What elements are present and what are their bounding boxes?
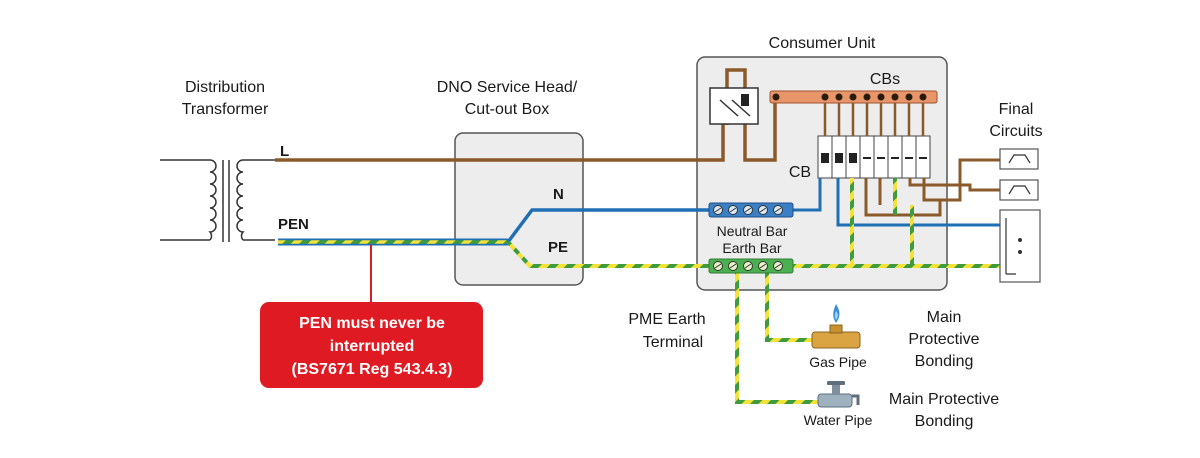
circuit-breakers <box>817 103 931 179</box>
busbar-terminal <box>849 93 857 101</box>
busbar-terminal <box>919 93 927 101</box>
screw-slot <box>744 263 752 269</box>
cb-toggle <box>821 153 829 163</box>
water-bonding-label-2: Bonding <box>915 413 974 430</box>
socket-outlet-icon <box>999 209 1041 283</box>
screw-slot <box>729 207 737 213</box>
main-switch <box>709 87 759 125</box>
gas-pipe-label: Gas Pipe <box>809 354 867 370</box>
pme-label-1: PME Earth <box>628 311 705 328</box>
callout-line-2: interrupted <box>330 338 414 355</box>
label-n: N <box>553 186 564 203</box>
screw-slot <box>759 207 767 213</box>
cbs-label: CBs <box>870 71 900 88</box>
screw-slot <box>774 263 782 269</box>
busbar-connections <box>772 93 927 101</box>
earth-bar-label: Earth Bar <box>722 240 781 256</box>
callout-line-1: PEN must never be <box>299 315 445 332</box>
pme-label-2: Terminal <box>643 334 703 351</box>
screw-slot <box>774 207 782 213</box>
transformer-title-1: Distribution <box>185 79 265 96</box>
gas-bonding-label-3: Bonding <box>915 353 974 370</box>
final-circuits-label-1: Final <box>999 101 1034 118</box>
service-head-title-2: Cut-out Box <box>465 101 549 118</box>
busbar-terminal <box>772 93 780 101</box>
water-pipe-label: Water Pipe <box>804 412 873 428</box>
screw-slot <box>744 207 752 213</box>
label-pe: PE <box>548 239 568 256</box>
screw-slot <box>729 263 737 269</box>
consumer-unit-title: Consumer Unit <box>769 35 876 52</box>
lighting-circuit-icon-2 <box>999 179 1039 201</box>
gas-bonding-label-1: Main <box>927 309 962 326</box>
busbar-terminal <box>821 93 829 101</box>
lighting-circuit-icon-1 <box>999 148 1039 170</box>
busbar-terminal <box>877 93 885 101</box>
neutral-bar-label: Neutral Bar <box>717 223 788 239</box>
transformer-symbol <box>160 159 275 242</box>
callout-box <box>260 302 483 388</box>
screw-slot <box>759 263 767 269</box>
gas-bonding-label-2: Protective <box>908 331 979 348</box>
final-circuits-label-2: Circuits <box>989 123 1042 140</box>
earth-conductors <box>506 178 1000 404</box>
screw-slot <box>714 207 722 213</box>
water-tap-icon <box>817 381 860 408</box>
neutral-conductor <box>506 178 1000 244</box>
final-circuit-line-wires <box>864 158 1000 217</box>
water-bonding-label-1: Main Protective <box>889 391 999 408</box>
busbar-terminal <box>891 93 899 101</box>
earth-bar-screws <box>713 261 783 271</box>
service-head-title-1: DNO Service Head/ <box>437 79 578 96</box>
busbar-terminal <box>905 93 913 101</box>
transformer-title-2: Transformer <box>182 101 269 118</box>
label-pen: PEN <box>278 216 309 233</box>
cb-toggle <box>835 153 843 163</box>
gas-pipe-icon <box>811 304 861 349</box>
busbar-terminal <box>835 93 843 101</box>
callout-line-3: (BS7671 Reg 543.4.3) <box>292 361 453 378</box>
neutral-bar-screws <box>713 205 783 215</box>
screw-slot <box>714 263 722 269</box>
busbar-terminal <box>863 93 871 101</box>
label-l: L <box>280 143 289 160</box>
cb-toggle <box>849 153 857 163</box>
cb-label: CB <box>789 164 811 181</box>
